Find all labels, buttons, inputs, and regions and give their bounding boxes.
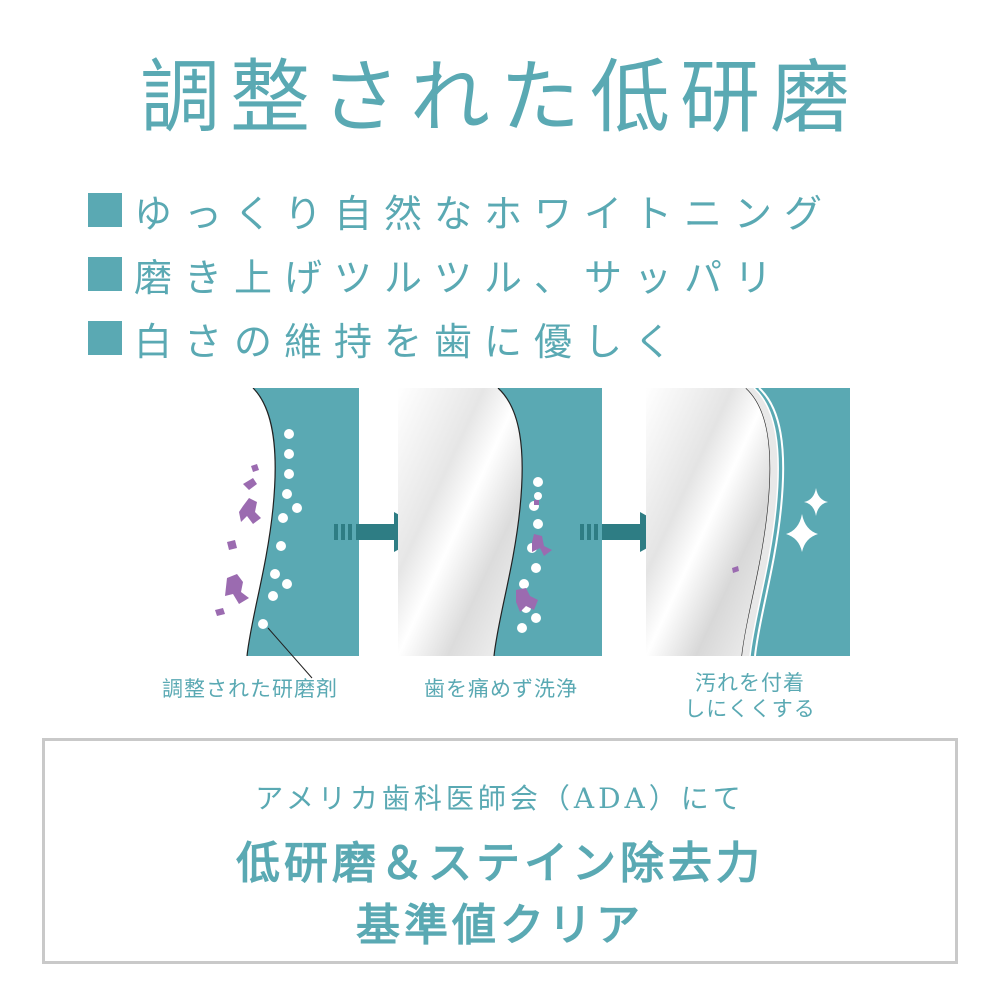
- coating-layer: [742, 388, 779, 656]
- page-title: 調整された低研磨: [140, 51, 860, 144]
- sparkle-icon: [786, 514, 818, 552]
- feature-item: 白さの維持を歯に優しく: [88, 306, 834, 370]
- square-bullet-icon: [88, 193, 122, 227]
- certification-headline: 低研磨＆ステイン除去力: [236, 838, 764, 889]
- tooth-surface: [646, 388, 771, 656]
- step-3-caption-line2: しにくくする: [684, 697, 816, 721]
- step-3-caption: 汚れを付着 しにくくする: [650, 670, 850, 722]
- step-3-illustration: [646, 388, 850, 656]
- feature-text: 磨き上げツルツル、サッパリ: [134, 255, 785, 300]
- square-bullet-icon: [88, 321, 122, 355]
- sparkle-icon: [804, 488, 828, 516]
- feature-text: ゆっくり自然なホワイトニング: [134, 191, 835, 236]
- square-bullet-icon: [88, 257, 122, 291]
- step-2-caption: 歯を痛めず洗浄: [424, 677, 578, 701]
- stain-marks: [516, 500, 552, 612]
- certification-source: アメリカ歯科医師会（ADA）にて: [255, 782, 745, 815]
- stain-mark: [732, 566, 739, 573]
- step-1-illustration: [155, 388, 359, 656]
- stain-marks: [215, 464, 261, 616]
- step-3-caption-line1: 汚れを付着: [695, 671, 805, 695]
- abrasive-particles: [258, 429, 302, 629]
- feature-text: 白さの維持を歯に優しく: [134, 319, 685, 364]
- step-2-illustration: [398, 388, 602, 656]
- tooth-surface: [155, 388, 276, 656]
- feature-item: 磨き上げツルツル、サッパリ: [88, 242, 834, 306]
- tooth-surface: [398, 388, 523, 656]
- feature-item: ゆっくり自然なホワイトニング: [88, 178, 834, 242]
- step-1-caption: 調整された研磨剤: [162, 677, 338, 701]
- feature-list: ゆっくり自然なホワイトニング 磨き上げツルツル、サッパリ 白さの維持を歯に優しく: [88, 178, 834, 370]
- certification-box: アメリカ歯科医師会（ADA）にて 低研磨＆ステイン除去力 基準値クリア: [42, 738, 958, 964]
- certification-result: 基準値クリア: [356, 900, 644, 951]
